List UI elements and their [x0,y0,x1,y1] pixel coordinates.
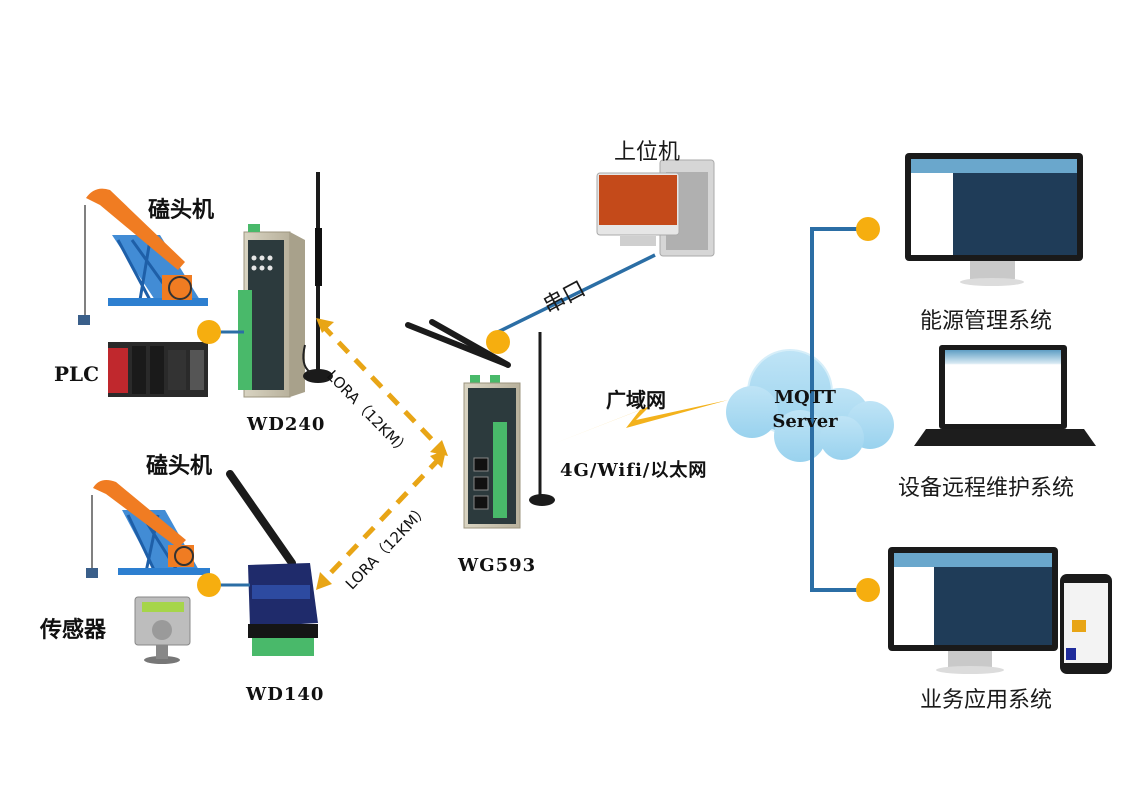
system-bus-line [810,227,868,592]
wan-link-bolt [553,400,728,444]
host-pc-label: 上位机 [614,140,681,165]
business-system-label: 业务应用系统 [920,688,1053,713]
connection-node [486,330,510,354]
antenna-icon [529,332,555,506]
wan-label: 广域网 [606,388,666,412]
wg593-label: WG593 [458,555,537,576]
wd240-device-icon [238,224,305,398]
mqtt-line1: MQTT [774,387,836,408]
pump-jack-icon [78,188,208,325]
pump-jack-icon [86,480,210,578]
plc-icon [108,342,208,397]
lora-link-lower [316,450,446,590]
mqtt-server-label: MQTT Server [750,386,860,434]
connection-node [197,573,221,597]
host-computer-icon [596,159,715,257]
connection-node [856,578,880,602]
wg593-gateway-icon [405,319,521,529]
maintenance-system-laptop-icon [914,345,1096,446]
energy-system-label: 能源管理系统 [920,309,1053,334]
energy-system-monitor-icon [905,153,1083,286]
connection-node [856,217,880,241]
serial-link-line [497,253,656,334]
wd140-label: WD140 [246,684,325,705]
wd240-label: WD240 [247,414,326,435]
sensor-label: 传感器 [40,617,107,643]
pump-jack-label: 磕头机 [146,453,213,479]
wd140-device-icon [226,470,318,656]
mobile-phone-icon [1060,574,1112,674]
maintenance-system-label: 设备远程维护系统 [898,476,1075,501]
business-system-monitor-icon [888,547,1058,674]
mqtt-line2: Server [772,411,838,432]
pump-jack-label: 磕头机 [148,197,215,223]
antenna-icon [302,172,333,383]
connection-node [197,320,221,344]
sensor-icon [134,596,191,664]
plc-label: PLC [54,362,100,386]
wan-types-label: 4G/Wifi/以太网 [560,460,708,481]
